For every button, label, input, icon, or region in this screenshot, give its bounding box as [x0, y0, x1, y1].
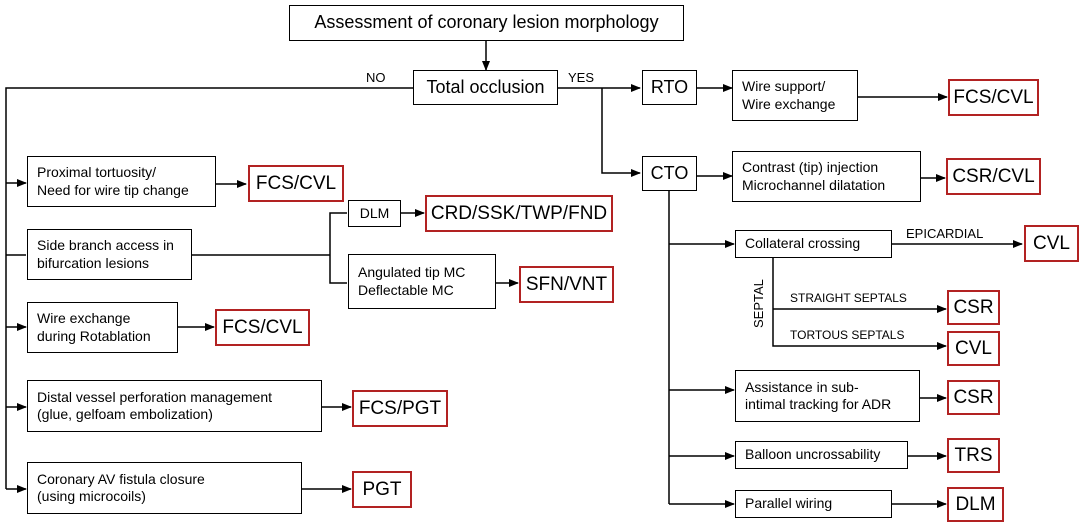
side-branch-line1: Side branch access in [37, 237, 174, 254]
contrast-result-label: CSR/CVL [952, 165, 1035, 187]
adr-line1: Assistance in sub- [745, 378, 859, 395]
tortuosity-line2: Need for wire tip change [37, 181, 189, 198]
adr-node: Assistance in sub- intimal tracking for … [735, 370, 920, 422]
line-no-branch [5, 87, 413, 489]
tortuous-septals-result-label: CVL [955, 337, 992, 359]
perforation-node: Distal vessel perforation management (gl… [27, 380, 322, 432]
balloon-node: Balloon uncrossability [735, 441, 908, 469]
line-to-cto [601, 88, 641, 177]
side-branch-line2: bifurcation lesions [37, 254, 150, 271]
line-septal [772, 255, 947, 350]
rotablation-line2: during Rotablation [37, 327, 151, 344]
total-occlusion-node: Total occlusion [413, 70, 558, 105]
dlm-result: CRD/SSK/TWP/FND [425, 195, 613, 232]
rotablation-node: Wire exchange during Rotablation [27, 302, 178, 353]
balloon-result: TRS [947, 438, 1000, 473]
mc-line2: Deflectable MC [358, 281, 454, 298]
parallel-result-label: DLM [955, 493, 996, 515]
mc-result: SFN/VNT [519, 266, 614, 303]
wire-support-line1: Wire support/ [742, 78, 826, 95]
perforation-line1: Distal vessel perforation management [37, 388, 273, 405]
parallel-node: Parallel wiring [735, 490, 892, 518]
rotablation-line1: Wire exchange [37, 310, 131, 327]
adr-line2: intimal tracking for ADR [745, 396, 892, 412]
fistula-line2: (using microcoils) [37, 488, 146, 504]
adr-result-label: CSR [953, 386, 994, 408]
dlm-node: DLM [348, 200, 401, 227]
yes-label: YES [568, 70, 595, 85]
fistula-line1: Coronary AV fistula closure [37, 470, 205, 487]
dlm-result-label: CRD/SSK/TWP/FND [430, 202, 608, 224]
wire-support-line2: Wire exchange [742, 95, 836, 112]
epicardial-result: CVL [1024, 225, 1079, 262]
root-title: Assessment of coronary lesion morphology [314, 12, 659, 33]
straight-septals-result: CSR [947, 290, 1000, 325]
septal-label: SEPTAL [751, 279, 766, 328]
tortuosity-result: FCS/CVL [248, 165, 344, 202]
line-side-branch-split [329, 212, 347, 284]
tortuous-septals-result: CVL [947, 331, 1000, 366]
no-label: NO [366, 70, 386, 85]
dlm-label: DLM [359, 204, 390, 221]
tortuous-septals-label: TORTOUS SEPTALS [790, 328, 905, 342]
parallel-result: DLM [947, 487, 1004, 522]
parallel-label: Parallel wiring [745, 495, 833, 512]
cto-label: CTO [650, 162, 689, 183]
contrast-result: CSR/CVL [946, 158, 1041, 195]
collateral-node: Collateral crossing [735, 230, 892, 258]
cto-node: CTO [642, 156, 697, 191]
wire-support-node: Wire support/ Wire exchange [732, 70, 858, 121]
total-occlusion-label: Total occlusion [426, 76, 545, 97]
mc-node: Angulated tip MC Deflectable MC [348, 254, 496, 309]
fistula-node: Coronary AV fistula closure (using micro… [27, 462, 302, 514]
straight-septals-label: STRAIGHT SEPTALS [790, 291, 907, 305]
straight-septals-result-label: CSR [953, 296, 994, 318]
adr-result: CSR [947, 380, 1000, 415]
fistula-result-label: PGT [362, 478, 402, 500]
mc-line1: Angulated tip MC [358, 264, 466, 281]
contrast-node: Contrast (tip) injection Microchannel di… [732, 151, 921, 202]
perforation-result-label: FCS/PGT [358, 397, 442, 419]
epicardial-result-label: CVL [1033, 232, 1070, 254]
balloon-label: Balloon uncrossability [745, 446, 881, 463]
tortuosity-node: Proximal tortuosity/ Need for wire tip c… [27, 156, 216, 207]
tortuosity-result-label: FCS/CVL [255, 172, 337, 194]
collateral-label: Collateral crossing [745, 235, 861, 252]
rto-label: RTO [650, 76, 689, 97]
rotablation-result: FCS/CVL [215, 309, 310, 346]
mc-result-label: SFN/VNT [525, 273, 608, 295]
root-node: Assessment of coronary lesion morphology [289, 5, 684, 41]
rto-result: FCS/CVL [948, 79, 1039, 116]
epicardial-label: EPICARDIAL [906, 226, 984, 241]
rto-result-label: FCS/CVL [953, 86, 1034, 108]
contrast-line2: Microchannel dilatation [742, 176, 886, 193]
contrast-line1: Contrast (tip) injection [742, 159, 879, 176]
balloon-result-label: TRS [954, 444, 993, 466]
perforation-line2: (glue, gelfoam embolization) [37, 406, 213, 422]
perforation-result: FCS/PGT [352, 390, 448, 427]
tortuosity-line1: Proximal tortuosity/ [37, 164, 157, 181]
fistula-result: PGT [352, 471, 412, 508]
rto-node: RTO [642, 70, 697, 105]
rotablation-result-label: FCS/CVL [222, 316, 303, 338]
side-branch-node: Side branch access in bifurcation lesion… [27, 229, 192, 280]
